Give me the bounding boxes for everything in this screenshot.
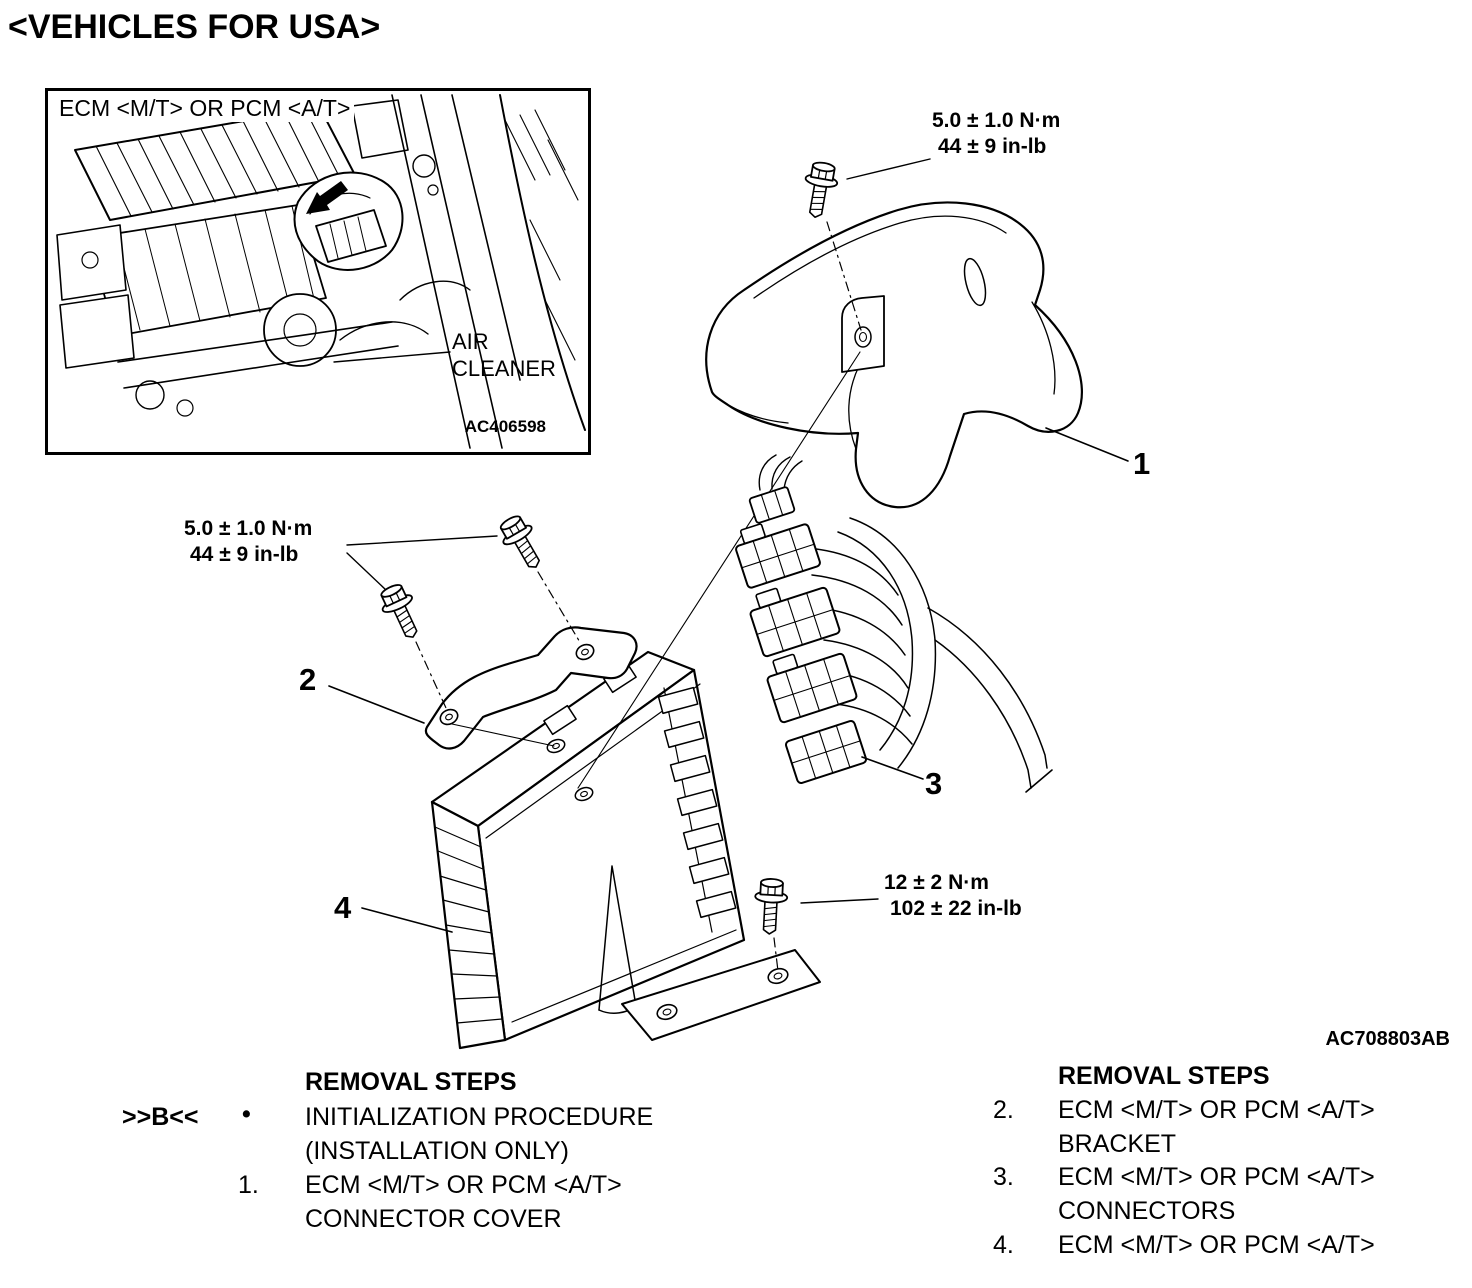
- air-cleaner-label: AIR CLEANER: [452, 328, 556, 382]
- air-cleaner-line2: CLEANER: [452, 356, 556, 381]
- step3-line1: ECM <M/T> OR PCM <A/T>: [1058, 1163, 1375, 1191]
- torque-ecm-line1: 12 ± 2 N·m: [884, 871, 989, 894]
- step1-number: 1.: [238, 1171, 259, 1199]
- connectors-drawing: [735, 454, 1053, 793]
- step2-number: 2.: [993, 1096, 1014, 1124]
- torque-label-cover-bolt: 5.0 ± 1.0 N·m 44 ± 9 in-lb: [932, 108, 1060, 160]
- inset-engine-bay-sketch: [56, 94, 586, 449]
- torque-bracket-line1: 5.0 ± 1.0 N·m: [184, 517, 313, 540]
- step1-line2: CONNECTOR COVER: [305, 1205, 562, 1233]
- figure-code: AC708803AB: [1325, 1028, 1450, 1050]
- callout-4-ecm: 4: [334, 890, 352, 925]
- step4-number: 4.: [993, 1231, 1014, 1259]
- torque-ecm-line2: 102 ± 22 in-lb: [890, 897, 1022, 920]
- ecm-bolt-icon: [752, 877, 790, 936]
- removal-steps-left-heading: REMOVAL STEPS: [305, 1068, 517, 1096]
- connector-cover-drawing: [705, 201, 1083, 509]
- bullet-icon: •: [242, 1100, 251, 1128]
- torque-cover-line2: 44 ± 9 in-lb: [938, 135, 1047, 158]
- leader-lines: [328, 158, 1129, 972]
- callout-2-bracket: 2: [299, 662, 317, 697]
- location-arrow-icon: [306, 181, 348, 214]
- b-procedure-marker: >>B<<: [122, 1103, 199, 1131]
- step2-line1: ECM <M/T> OR PCM <A/T>: [1058, 1096, 1375, 1124]
- init-procedure-line2: (INSTALLATION ONLY): [305, 1137, 569, 1165]
- callout-3-connectors: 3: [925, 766, 943, 801]
- step1-line1: ECM <M/T> OR PCM <A/T>: [305, 1171, 622, 1199]
- bracket-drawing: [424, 626, 638, 750]
- init-procedure-line1: INITIALIZATION PROCEDURE: [305, 1103, 654, 1131]
- location-inset-box: [45, 88, 591, 455]
- page-title: <VEHICLES FOR USA>: [8, 8, 381, 46]
- bracket-bolt-left-icon: [374, 579, 429, 645]
- step3-number: 3.: [993, 1163, 1014, 1191]
- torque-bracket-line2: 44 ± 9 in-lb: [190, 543, 299, 566]
- removal-steps-right-heading: REMOVAL STEPS: [1058, 1062, 1270, 1090]
- inset-title: ECM <M/T> OR PCM <A/T>: [55, 95, 355, 122]
- callout-1-cover: 1: [1133, 446, 1151, 481]
- step2-line2: BRACKET: [1058, 1130, 1177, 1158]
- bracket-bolt-right-icon: [493, 510, 551, 576]
- assembly-line-cover-to-ecm: [577, 351, 861, 789]
- inset-figure-code: AC406598: [464, 417, 546, 436]
- cover-bolt-icon: [798, 159, 842, 221]
- air-cleaner-line1: AIR: [452, 329, 489, 354]
- torque-cover-line1: 5.0 ± 1.0 N·m: [932, 109, 1061, 132]
- ecm-unit-drawing: [430, 650, 821, 1050]
- step4-line1: ECM <M/T> OR PCM <A/T>: [1058, 1231, 1375, 1259]
- torque-label-bracket-bolts: 5.0 ± 1.0 N·m 44 ± 9 in-lb: [184, 516, 312, 568]
- torque-label-ecm-bolt: 12 ± 2 N·m 102 ± 22 in-lb: [884, 870, 1022, 922]
- step3-line2: CONNECTORS: [1058, 1197, 1236, 1225]
